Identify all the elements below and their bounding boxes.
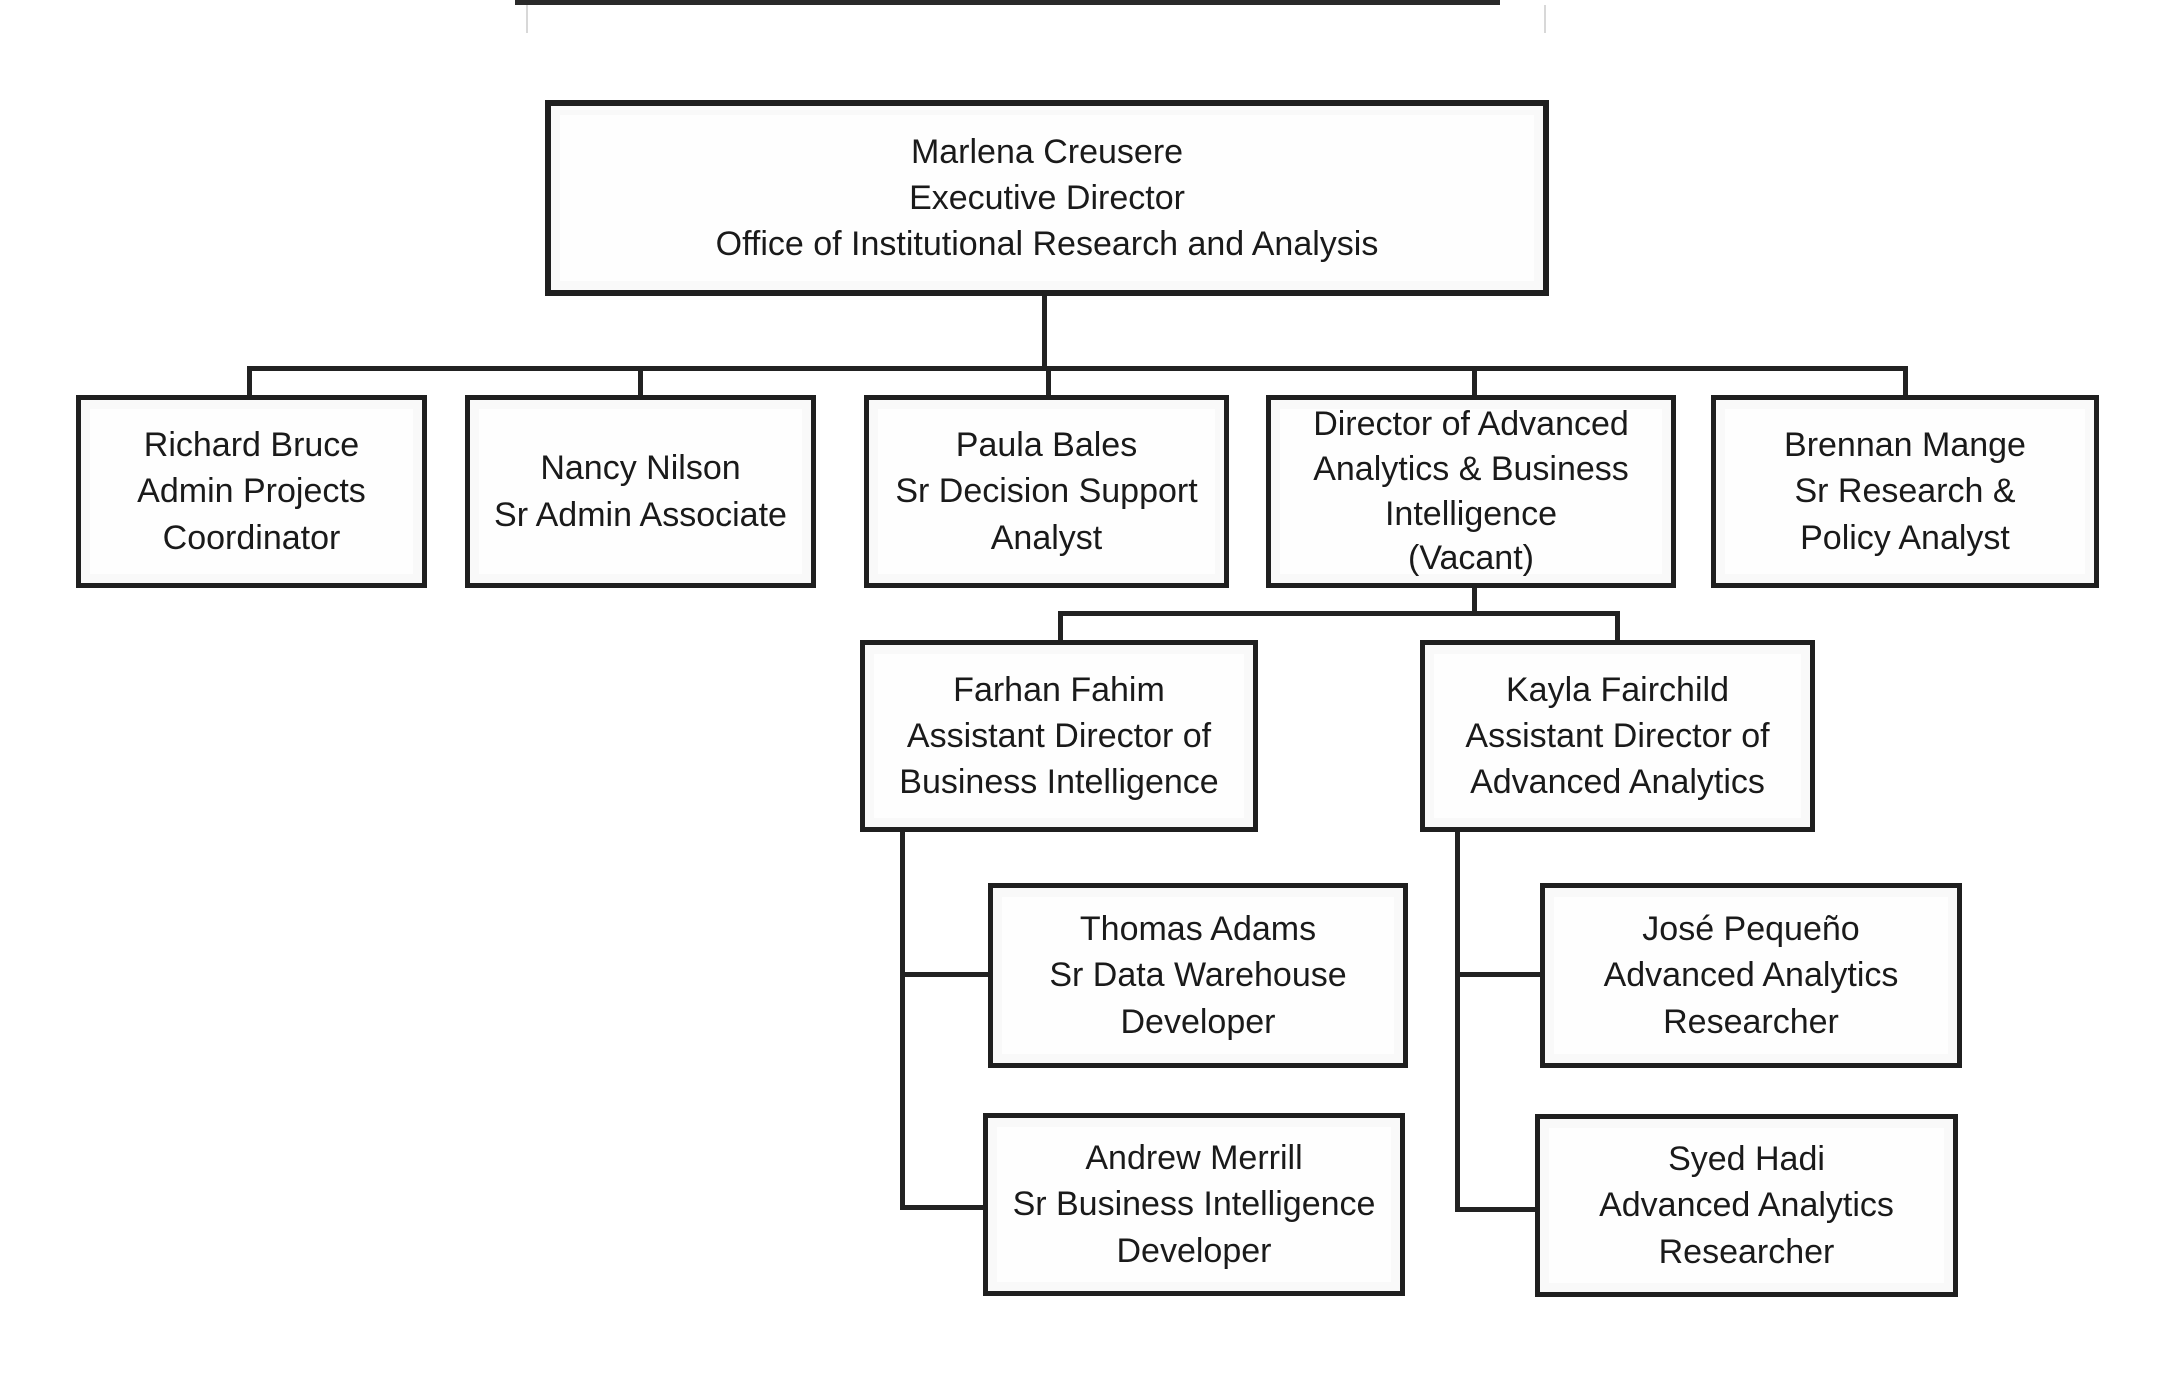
connector-stub-andrew xyxy=(900,1205,985,1210)
org-node-director-advanced-analytics-vacant: Director of Advanced Analytics & Busines… xyxy=(1266,395,1676,588)
node-name: José Pequeño xyxy=(1642,910,1860,949)
org-node-assistant-director-advanced-analytics: Kayla Fairchild Assistant Director of Ad… xyxy=(1420,640,1815,832)
org-node-executive-director: Marlena Creusere Executive Director Offi… xyxy=(545,100,1549,296)
node-title: Analytics & Business xyxy=(1313,449,1629,488)
connector-drop-director xyxy=(1472,366,1477,397)
org-node-sr-admin-associate: Nancy Nilson Sr Admin Associate xyxy=(465,395,816,588)
connector-director-vertical xyxy=(1472,588,1477,614)
node-name: Brennan Mange xyxy=(1784,426,2026,465)
node-name: Farhan Fahim xyxy=(953,670,1165,709)
node-title: Researcher xyxy=(1658,1232,1835,1271)
node-vacancy-status: (Vacant) xyxy=(1408,539,1534,578)
node-title: Admin Projects xyxy=(137,472,366,511)
node-name: Thomas Adams xyxy=(1079,910,1317,949)
node-name: Paula Bales xyxy=(955,426,1138,465)
org-node-sr-data-warehouse-developer: Thomas Adams Sr Data Warehouse Developer xyxy=(988,883,1408,1068)
connector-stub-jose xyxy=(1455,972,1542,977)
node-title: Executive Director xyxy=(909,178,1185,217)
org-node-admin-projects-coordinator: Richard Bruce Admin Projects Coordinator xyxy=(76,395,427,588)
node-name: Richard Bruce xyxy=(143,426,360,465)
node-title: Analyst xyxy=(990,518,1103,557)
node-org: Office of Institutional Research and Ana… xyxy=(715,225,1379,264)
connector-farhan-ladder-vertical xyxy=(900,832,905,1210)
connector-drop-kayla xyxy=(1615,611,1620,642)
node-title: Developer xyxy=(1116,1231,1272,1270)
connector-drop-nancy xyxy=(638,366,643,397)
cropped-box-side-artifact-left xyxy=(526,5,528,33)
node-title: Sr Admin Associate xyxy=(494,495,787,534)
node-title: Sr Data Warehouse xyxy=(1049,956,1347,995)
org-node-assistant-director-business-intelligence: Farhan Fahim Assistant Director of Busin… xyxy=(860,640,1258,832)
node-title: Intelligence xyxy=(1384,494,1557,533)
org-node-sr-business-intelligence-developer: Andrew Merrill Sr Business Intelligence … xyxy=(983,1113,1405,1296)
node-title: Director of Advanced xyxy=(1313,404,1629,443)
node-name: Andrew Merrill xyxy=(1085,1139,1303,1178)
connector-drop-farhan xyxy=(1058,611,1063,642)
node-title: Researcher xyxy=(1663,1002,1839,1041)
node-title: Coordinator xyxy=(162,518,341,557)
node-title: Advanced Analytics xyxy=(1603,956,1899,995)
node-title: Business Intelligence xyxy=(899,763,1219,802)
node-title: Developer xyxy=(1120,1002,1276,1041)
node-title: Advanced Analytics xyxy=(1470,763,1765,802)
connector-drop-paula xyxy=(1046,366,1051,397)
connector-stub-thomas xyxy=(900,972,990,977)
node-title: Assistant Director of xyxy=(906,716,1212,755)
node-title: Sr Research & xyxy=(1794,472,2016,511)
org-node-sr-research-policy-analyst: Brennan Mange Sr Research & Policy Analy… xyxy=(1711,395,2099,588)
connector-drop-richard xyxy=(247,366,252,397)
org-node-advanced-analytics-researcher-jose: José Pequeño Advanced Analytics Research… xyxy=(1540,883,1962,1068)
node-title: Advanced Analytics xyxy=(1599,1186,1894,1225)
connector-stub-syed xyxy=(1455,1207,1537,1212)
cropped-box-side-artifact-right xyxy=(1544,5,1546,33)
connector-kayla-ladder-vertical xyxy=(1455,832,1460,1212)
org-node-advanced-analytics-researcher-syed: Syed Hadi Advanced Analytics Researcher xyxy=(1535,1114,1958,1297)
node-name: Marlena Creusere xyxy=(910,132,1184,171)
node-name: Kayla Fairchild xyxy=(1506,670,1729,709)
connector-exec-vertical xyxy=(1042,296,1047,368)
org-node-sr-decision-support-analyst: Paula Bales Sr Decision Support Analyst xyxy=(864,395,1229,588)
connector-drop-brennan xyxy=(1903,366,1908,397)
connector-level3-bus xyxy=(1058,611,1620,616)
node-title: Sr Decision Support xyxy=(895,472,1198,511)
node-name: Nancy Nilson xyxy=(540,449,741,488)
cropped-box-edge-artifact xyxy=(515,0,1500,5)
node-title: Assistant Director of xyxy=(1465,716,1770,755)
node-title: Policy Analyst xyxy=(1800,518,2010,557)
node-title: Sr Business Intelligence xyxy=(1012,1185,1376,1224)
connector-level2-bus xyxy=(247,366,1908,371)
node-name: Syed Hadi xyxy=(1668,1140,1825,1179)
